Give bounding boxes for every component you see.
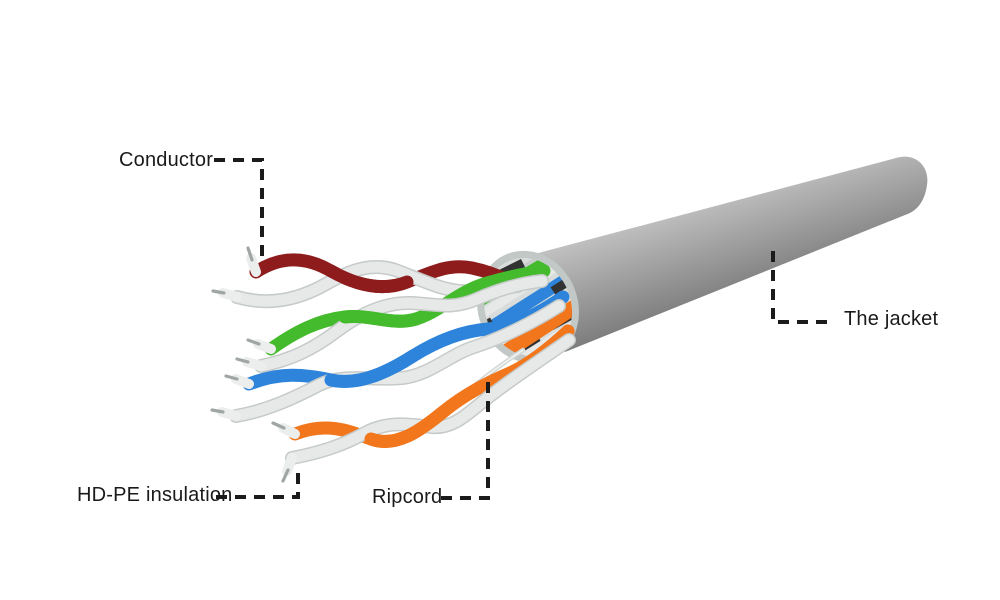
twisted-pair-orange xyxy=(285,324,576,465)
ripcord-label: Ripcord xyxy=(372,486,443,508)
red-pair-white-conductor-pin xyxy=(211,289,226,295)
jacket-leader-line xyxy=(771,251,833,324)
orange-pair-white-conductor-pin xyxy=(281,468,290,483)
jacket-body xyxy=(527,156,928,352)
ripcord-leader-line xyxy=(438,382,490,500)
twisted-pair-green xyxy=(254,264,551,373)
conductor-leader-line xyxy=(214,158,264,262)
wire-tips xyxy=(210,246,300,483)
green-pair-white-conductor-pin xyxy=(235,357,250,364)
hdpe-insulation-label: HD-PE insulation xyxy=(77,484,233,506)
blue-wire-over-crossing xyxy=(324,349,420,388)
blue-pair-white-conductor-pin xyxy=(210,408,225,414)
green-wire-conductor-pin xyxy=(246,338,261,346)
green-pair-white-wire xyxy=(255,275,548,372)
red-wire-conductor-pin xyxy=(246,246,254,262)
orange-wire-over-crossing xyxy=(364,405,450,448)
leader-lines xyxy=(214,158,833,500)
green-wire-over-crossing xyxy=(338,310,423,328)
twisted-pair-blue xyxy=(229,290,570,423)
conductor-label: Conductor xyxy=(119,149,214,171)
blue-wire-conductor-pin xyxy=(224,374,239,381)
orange-wire-conductor-pin xyxy=(271,421,286,430)
red-wire-over-crossing xyxy=(324,264,414,294)
jacket-label: The jacket xyxy=(844,308,939,330)
hdpe-insulation-leader-line xyxy=(216,473,300,499)
blue-pair-white-wire xyxy=(230,300,565,422)
